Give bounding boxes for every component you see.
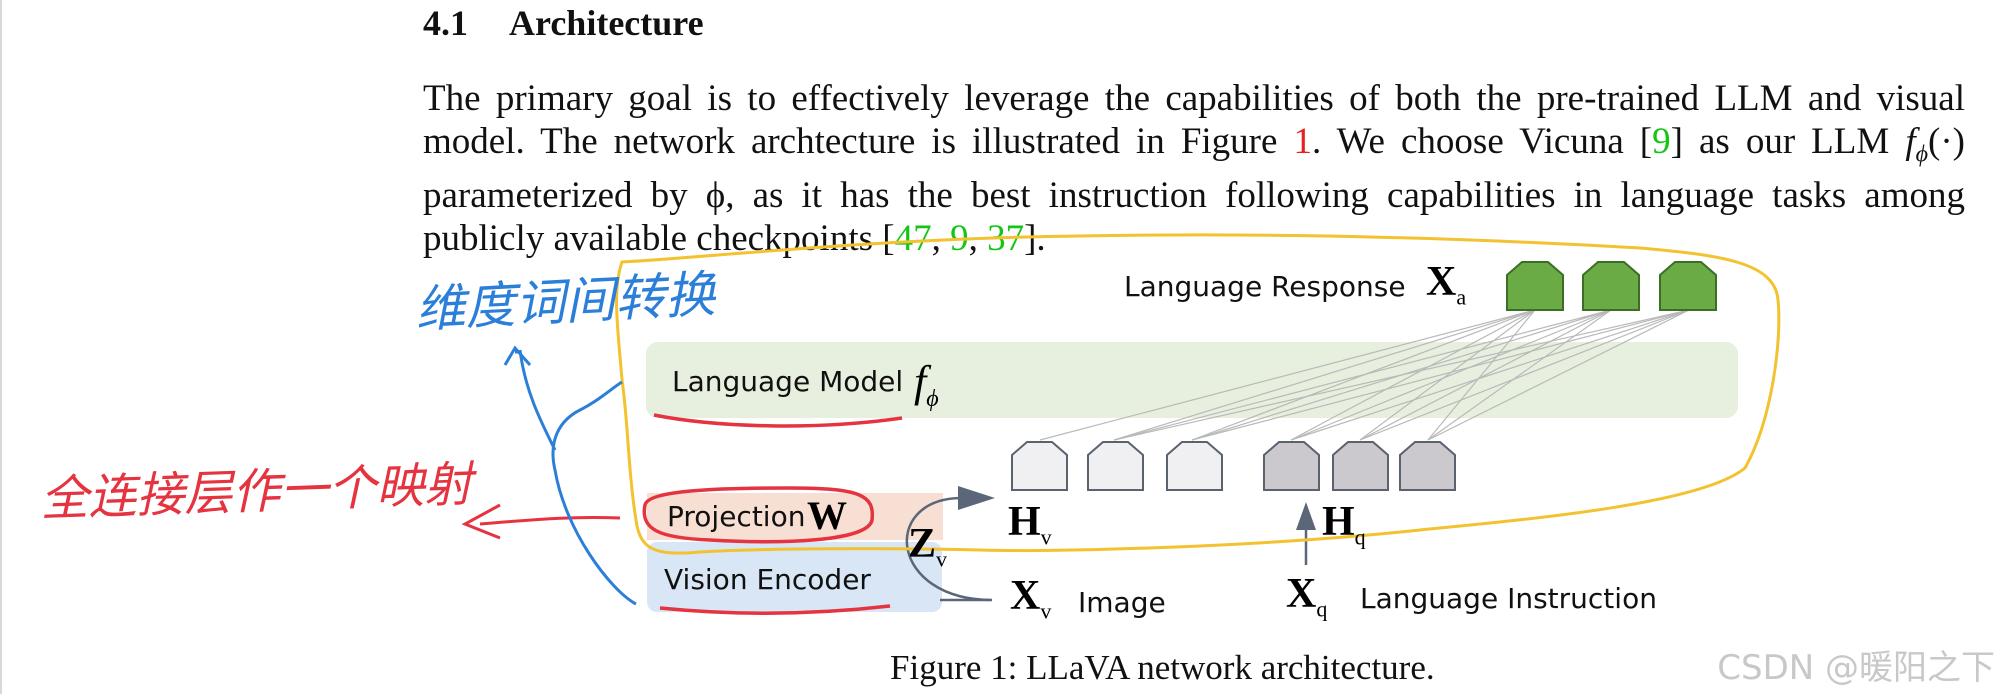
xv-sub: v bbox=[1040, 598, 1052, 624]
red-arrowhead bbox=[461, 503, 501, 540]
w-symbol: W bbox=[807, 493, 847, 538]
projection-block bbox=[647, 493, 943, 540]
red-circle-projection bbox=[642, 486, 875, 544]
hv-main: H bbox=[1008, 499, 1041, 545]
math-f: f bbox=[1905, 120, 1916, 162]
paragraph-text: ] as our LLM bbox=[1670, 120, 1906, 162]
blue-arrow-up bbox=[503, 345, 532, 366]
paragraph-line-3: parameterized by ϕ, as it has the best i… bbox=[423, 175, 1965, 217]
paragraph-text: . We choose Vicuna [ bbox=[1311, 120, 1653, 162]
paragraph-line-1: The primary goal is to effectively lever… bbox=[423, 78, 1965, 119]
citation-link[interactable]: 47 bbox=[894, 217, 932, 259]
blue-tree-lines bbox=[518, 349, 637, 606]
paragraph-text: publicly available checkpoints [ bbox=[423, 217, 895, 259]
figure-caption: Figure 1: LLaVA network architecture. bbox=[890, 648, 1435, 687]
response-token bbox=[1582, 261, 1640, 311]
citation-link[interactable]: 9 bbox=[1652, 120, 1671, 162]
hv-symbol: Hv bbox=[1008, 498, 1052, 550]
visual-token bbox=[1166, 441, 1223, 491]
xv-symbol: Xv bbox=[1010, 572, 1051, 624]
hq-symbol: Hq bbox=[1322, 498, 1366, 550]
xq-sub: q bbox=[1316, 596, 1328, 622]
red-underline-language-model bbox=[653, 413, 903, 428]
xa-main: X bbox=[1426, 259, 1457, 305]
xq-arrowhead bbox=[1296, 502, 1316, 530]
visual-tokens bbox=[1011, 441, 1223, 491]
f-sub: ϕ bbox=[926, 385, 939, 412]
response-tokens bbox=[1506, 261, 1717, 311]
section-number: 4.1 bbox=[423, 3, 468, 43]
xq-symbol: Xq bbox=[1286, 570, 1327, 622]
math-f-sub: ϕ bbox=[1915, 140, 1929, 167]
response-token bbox=[1506, 261, 1564, 311]
vision-encoder-block bbox=[647, 542, 942, 612]
red-underline-vision-encoder bbox=[659, 604, 891, 615]
visual-token bbox=[1087, 441, 1144, 491]
section-heading: 4.1 Architecture bbox=[423, 2, 704, 44]
paragraph-text: ]. bbox=[1024, 217, 1046, 259]
f-phi-symbol: fϕ bbox=[914, 356, 939, 413]
token-connection-lines bbox=[1039, 309, 1690, 441]
xa-sub: a bbox=[1456, 284, 1467, 310]
hq-main: H bbox=[1322, 499, 1355, 545]
language-instruction-label: Language Instruction bbox=[1360, 582, 1657, 615]
page-edge bbox=[0, 0, 2, 694]
red-arrow bbox=[479, 515, 621, 526]
f-main: f bbox=[914, 357, 927, 406]
zv-arrow bbox=[905, 496, 993, 602]
csdn-watermark: CSDN @暖阳之下 bbox=[1717, 648, 1995, 688]
vision-encoder-label: Vision Encoder bbox=[664, 563, 871, 596]
hv-sub: v bbox=[1040, 524, 1052, 550]
xa-symbol: Xa bbox=[1426, 258, 1466, 310]
zv-symbol: Zv bbox=[908, 520, 947, 572]
xv-main: X bbox=[1010, 573, 1041, 619]
instruction-token bbox=[1332, 441, 1389, 491]
projection-label: Projection bbox=[667, 500, 806, 533]
visual-token bbox=[1011, 441, 1068, 491]
yellow-handdrawn-loop bbox=[615, 233, 1781, 555]
zv-main: Z bbox=[908, 521, 937, 567]
section-title: Architecture bbox=[509, 3, 704, 43]
hq-sub: q bbox=[1354, 524, 1366, 550]
instruction-tokens bbox=[1263, 441, 1456, 491]
paragraph-line-2: model. The network archtecture is illust… bbox=[423, 121, 1965, 176]
zv-arrowhead bbox=[958, 486, 995, 510]
math-arg: (·) bbox=[1928, 120, 1965, 162]
language-response-label: Language Response bbox=[1124, 270, 1406, 303]
zv-sub: v bbox=[936, 546, 948, 572]
language-model-label: Language Model bbox=[672, 365, 904, 398]
paragraph-text: model. The network archtecture is illust… bbox=[423, 120, 1294, 162]
instruction-token bbox=[1263, 441, 1320, 491]
figure-ref-link[interactable]: 1 bbox=[1293, 120, 1312, 162]
image-label: Image bbox=[1078, 586, 1166, 619]
response-token bbox=[1659, 261, 1717, 311]
instruction-token bbox=[1399, 441, 1456, 491]
xq-main: X bbox=[1286, 571, 1317, 617]
paragraph-text: , bbox=[931, 217, 951, 259]
